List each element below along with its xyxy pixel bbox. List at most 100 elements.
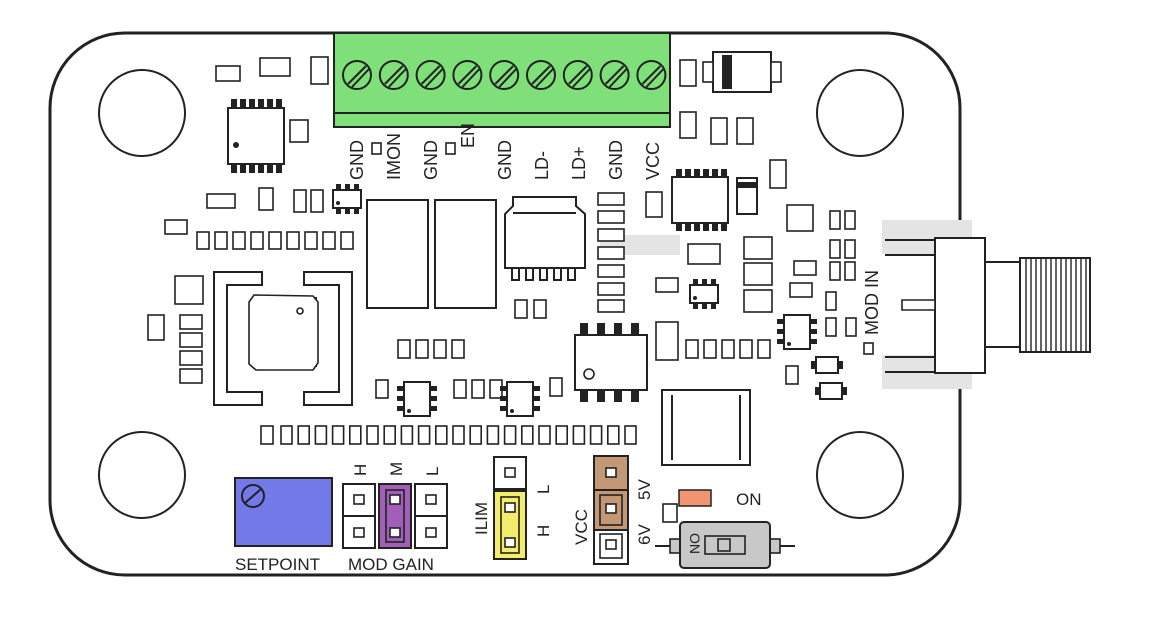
smd-component — [685, 339, 699, 359]
smd-resistor — [486, 425, 500, 445]
smd-component — [286, 231, 300, 250]
smd-component — [645, 191, 663, 218]
ilim-opt-h: H — [534, 525, 553, 537]
smd-component — [147, 314, 165, 341]
terminal-screw[interactable] — [452, 60, 483, 90]
inductor — [661, 389, 751, 466]
pin-label-gnd-1: GND — [347, 140, 367, 180]
terminal-block — [333, 32, 671, 128]
vcc-opt-5v: 5V — [635, 479, 654, 500]
vcc-jumper[interactable] — [593, 455, 629, 565]
ilim-jumper[interactable] — [493, 456, 527, 560]
smd-component — [164, 219, 188, 235]
smd-component — [743, 236, 773, 260]
smd-component — [785, 365, 799, 385]
smd-component — [179, 332, 203, 348]
smd-component — [268, 231, 282, 250]
ic-center-soic — [574, 323, 648, 402]
smd-component — [597, 192, 625, 206]
label-mod-in: MOD IN — [862, 270, 882, 335]
smd-resistor — [383, 425, 397, 445]
pin-label-vcc: VCC — [643, 142, 663, 180]
smd-component — [736, 117, 754, 145]
smd-component — [825, 291, 837, 311]
terminal-screw[interactable] — [562, 60, 593, 90]
smd-component — [662, 503, 678, 523]
smd-resistor — [400, 425, 414, 445]
pin-label-gnd-4: GND — [606, 140, 626, 180]
setpoint-potentiometer[interactable] — [234, 477, 333, 547]
smd-component — [433, 339, 447, 359]
mod-gain-opt-m: M — [387, 462, 406, 476]
smd-component — [743, 289, 773, 313]
terminal-screw[interactable] — [599, 60, 630, 90]
smd-component — [769, 159, 787, 189]
smd-component — [549, 377, 563, 397]
smd-component — [687, 243, 721, 265]
smd-component — [179, 350, 203, 366]
smd-resistor — [297, 425, 311, 445]
smd-component — [825, 317, 837, 337]
terminal-screw[interactable] — [342, 60, 372, 90]
mounting-hole-br — [816, 431, 904, 519]
smd-resistor — [520, 425, 534, 445]
smd-resistor — [503, 425, 517, 445]
smd-component — [597, 282, 625, 296]
smd-component — [258, 187, 274, 211]
on-led — [678, 489, 712, 507]
smd-resistor — [624, 425, 637, 445]
smd-component — [174, 275, 204, 305]
oscillator — [213, 271, 353, 406]
smd-component — [310, 189, 324, 213]
electrolytic-cap — [712, 51, 772, 93]
terminal-screw[interactable] — [415, 60, 446, 90]
smd-resistor — [606, 425, 620, 445]
smd-component — [829, 261, 841, 281]
terminal-screw[interactable] — [378, 60, 409, 90]
smd-resistor — [538, 425, 551, 445]
label-setpoint: SETPOINT — [235, 555, 320, 574]
smd-resistor — [555, 425, 569, 445]
large-cap-2 — [434, 199, 497, 309]
led-package — [811, 356, 843, 374]
ic-top-left — [227, 99, 285, 173]
pin-label-ld-minus: LD- — [532, 151, 552, 180]
smd-resistor — [452, 425, 465, 445]
terminal-screw[interactable] — [636, 60, 667, 90]
smd-component — [597, 264, 625, 278]
smd-component — [206, 193, 236, 209]
smd-component — [703, 339, 717, 359]
ilim-opt-l: L — [534, 485, 553, 494]
smd-component — [844, 210, 856, 230]
smd-component — [789, 282, 813, 298]
smd-component — [829, 239, 841, 259]
smd-component — [215, 65, 241, 82]
smd-component — [375, 379, 389, 399]
large-cap-1 — [366, 199, 429, 309]
smd-component — [214, 231, 228, 250]
smd-component — [533, 299, 547, 319]
mod-gain-opt-h: H — [351, 464, 370, 476]
pin-label-gnd-2: GND — [421, 140, 441, 180]
smd-component — [310, 56, 329, 85]
smd-component — [844, 239, 856, 259]
pin-label-gnd-3: GND — [495, 140, 515, 180]
smd-component — [721, 339, 735, 359]
power-switch[interactable] — [655, 521, 795, 569]
smd-component — [739, 339, 753, 359]
smd-resistor — [366, 425, 379, 445]
smd-component — [451, 339, 465, 359]
smd-component — [179, 314, 203, 330]
pin-label-ld-plus: LD+ — [569, 146, 589, 180]
smd-resistor — [589, 425, 603, 445]
smd-component — [289, 119, 309, 143]
mounting-hole-bl — [98, 431, 186, 519]
terminal-screw[interactable] — [526, 60, 556, 90]
terminal-screw[interactable] — [489, 60, 520, 90]
smd-component — [757, 339, 771, 359]
sot-package — [500, 381, 540, 417]
smd-components — [147, 51, 857, 523]
smd-component — [710, 117, 728, 145]
mod-gain-jumper[interactable] — [342, 483, 448, 549]
smd-component — [655, 321, 679, 361]
